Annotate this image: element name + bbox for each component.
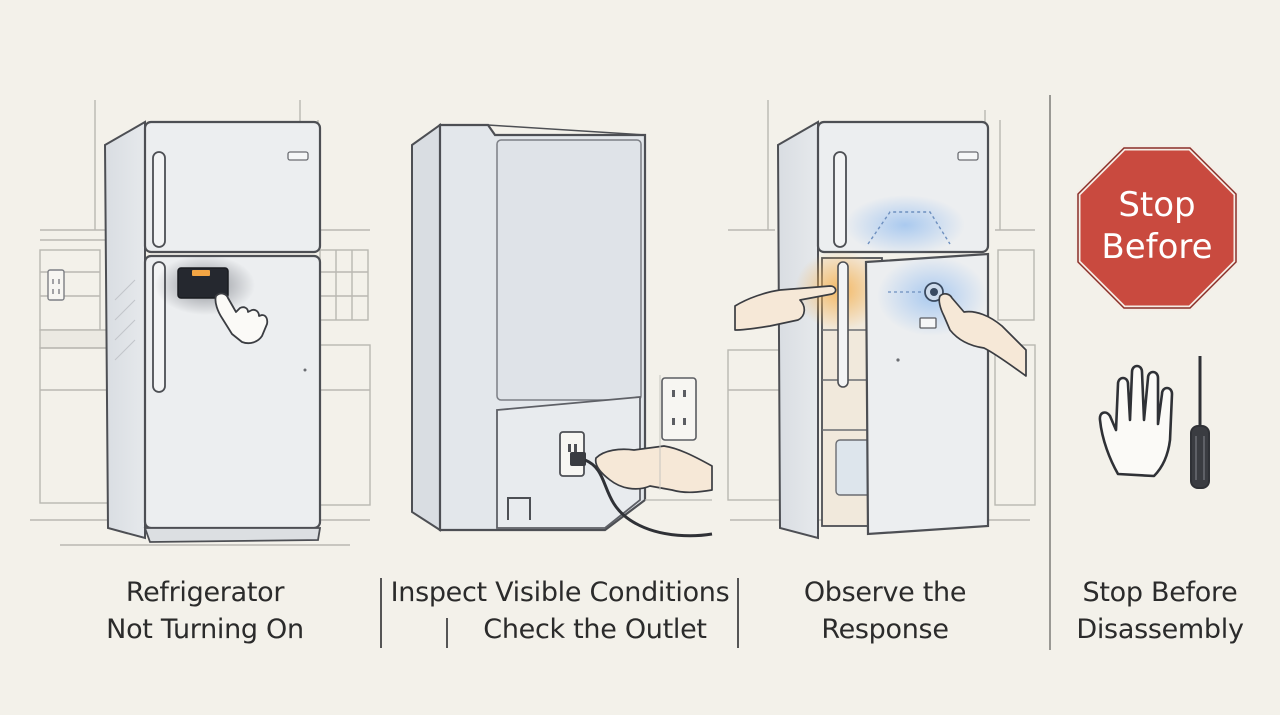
separator-2 bbox=[737, 578, 739, 648]
panel-4-stop: Stop Before bbox=[1075, 145, 1239, 489]
caption-1-line-2: Not Turning On bbox=[106, 614, 304, 645]
power-plug-icon bbox=[570, 452, 713, 538]
caption-4-line-1: Stop Before bbox=[1082, 577, 1238, 608]
raised-hand-icon bbox=[1098, 364, 1174, 478]
caption-2-line-2: Check the Outlet bbox=[483, 614, 707, 645]
stop-sign-line2: Before bbox=[1101, 227, 1212, 267]
caption-3-line-2: Response bbox=[821, 614, 949, 645]
separator-3 bbox=[1049, 95, 1051, 650]
stop-sign-icon: Stop Before bbox=[1075, 145, 1239, 311]
caption-panel-1: Refrigerator Not Turning On bbox=[60, 574, 350, 648]
separator-inline bbox=[446, 618, 448, 648]
caption-2-line-1: Inspect Visible Conditions bbox=[390, 577, 730, 608]
pointing-hand-icon bbox=[734, 285, 837, 331]
caption-panel-2: Inspect Visible Conditions Check the Out… bbox=[380, 574, 740, 648]
caption-4-line-2: Disassembly bbox=[1076, 614, 1244, 645]
screwdriver-icon bbox=[1190, 356, 1210, 489]
caption-panel-3: Observe the Response bbox=[760, 574, 1010, 648]
separator-1 bbox=[380, 578, 382, 648]
caption-1-line-1: Refrigerator bbox=[125, 577, 285, 608]
pointing-hand-icon bbox=[214, 292, 269, 345]
pressing-hand-icon bbox=[938, 292, 1027, 377]
caption-panel-4: Stop Before Disassembly bbox=[1060, 574, 1260, 648]
outlet-icon bbox=[47, 269, 65, 301]
panel-2-fridge-back bbox=[411, 123, 713, 538]
stop-sign-line1: Stop bbox=[1118, 185, 1195, 225]
panel-3-open-fridge bbox=[727, 100, 1036, 540]
hand-holding-plug-icon bbox=[594, 445, 713, 494]
panel-1-fridge bbox=[30, 100, 371, 546]
caption-3-line-1: Observe the bbox=[803, 577, 967, 608]
outlet-icon bbox=[661, 377, 697, 441]
